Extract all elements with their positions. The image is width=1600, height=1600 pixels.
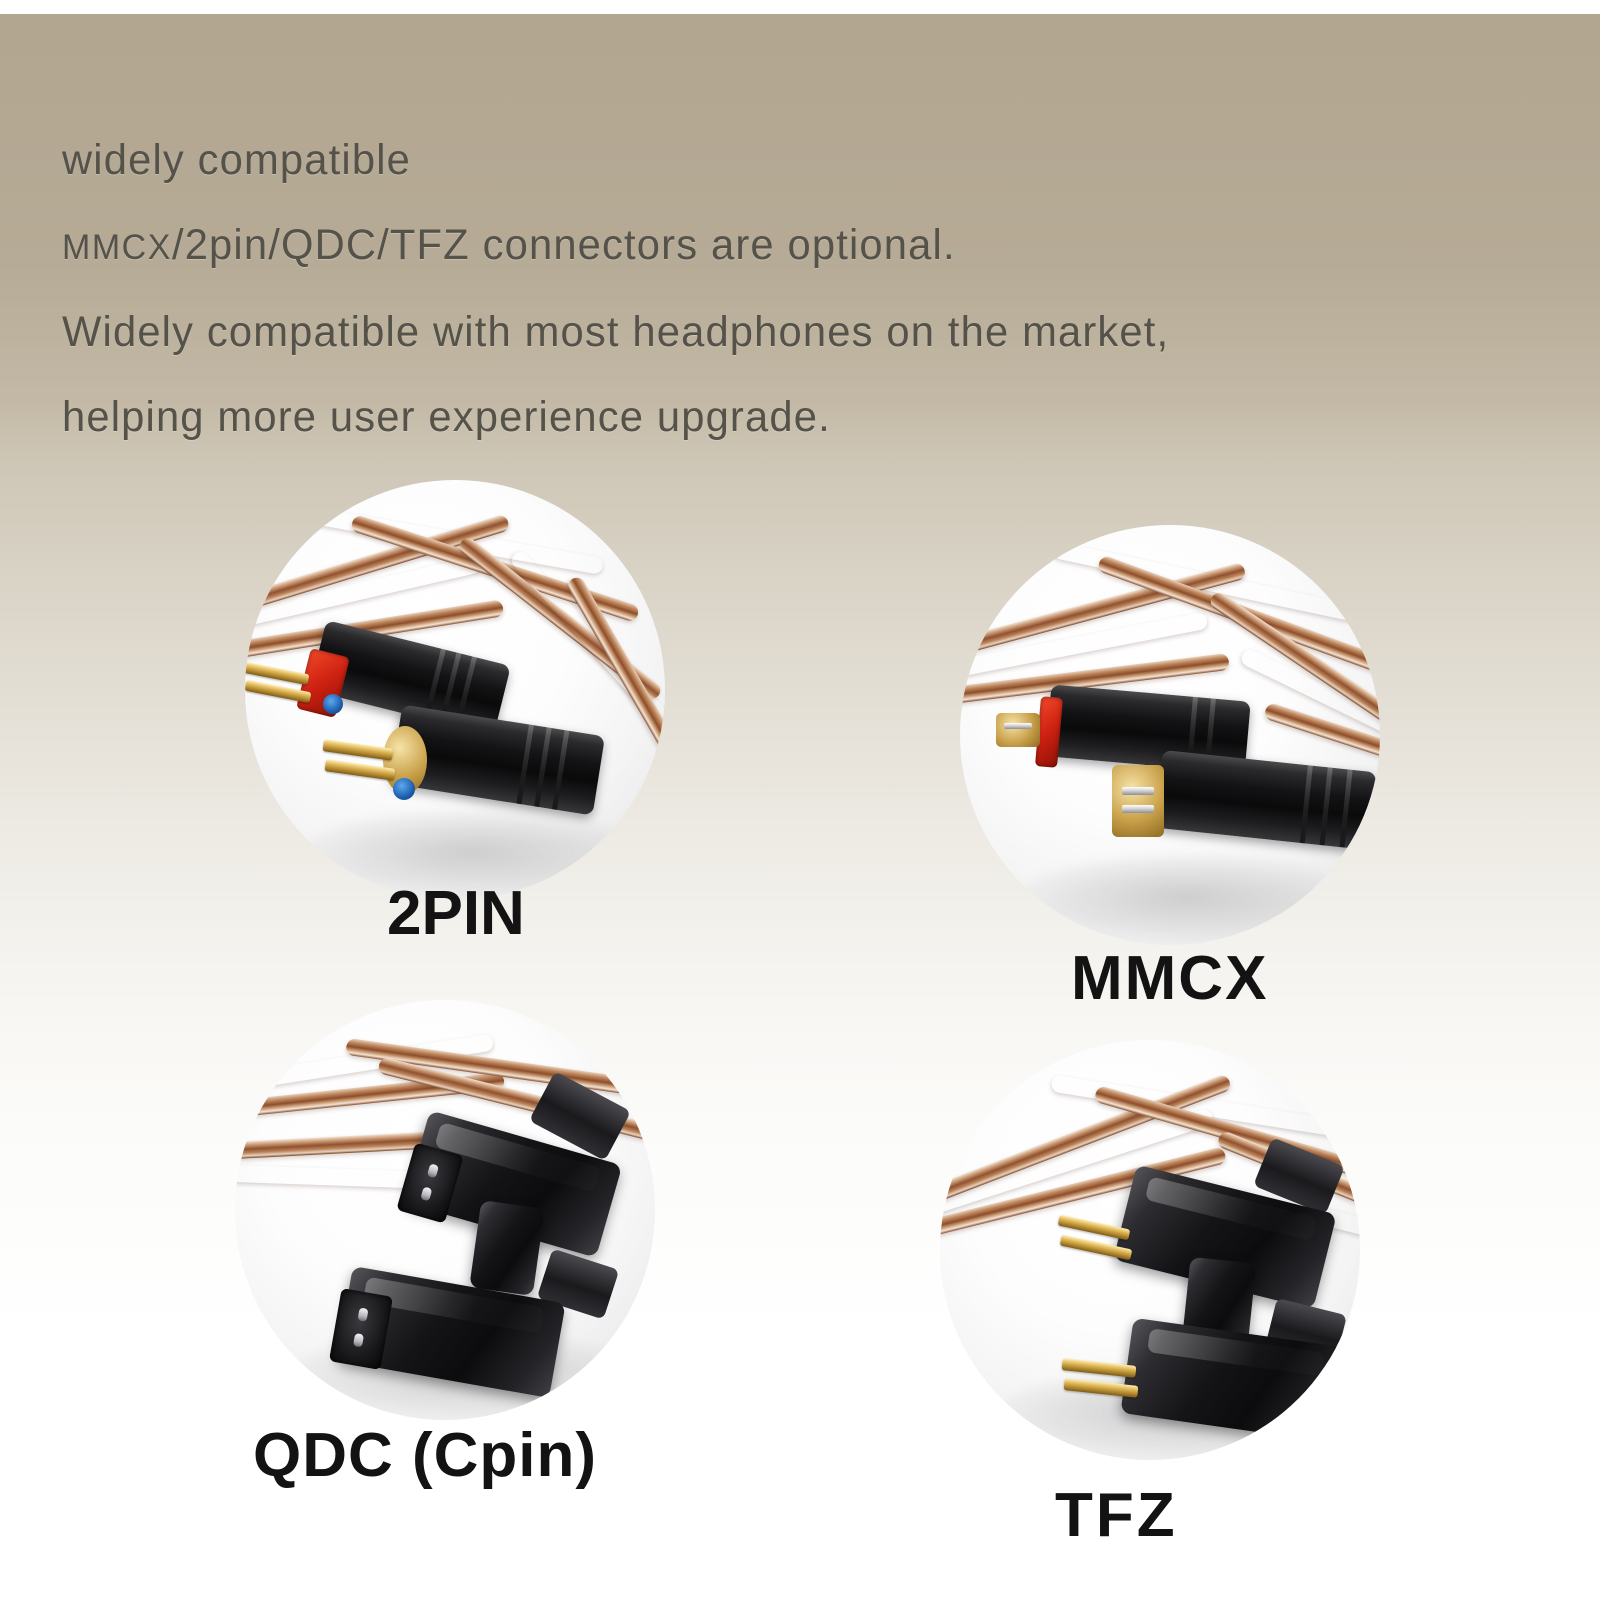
socket-pin-hole [357,1307,369,1322]
tfz-connector-photo [940,1040,1360,1460]
connector-label-mmcx: MMCX [1071,944,1269,1013]
mmcx-photo-clip [960,525,1380,945]
2pin-blue-dot [323,694,343,714]
floor-shadow [303,808,639,896]
socket-pin-hole [420,1186,433,1202]
qdc-photo-clip [235,1000,655,1420]
headline-line-1: widely compatible [62,136,411,184]
mmcx-gold-contact [1112,765,1164,837]
tfz-photo-scene [940,1040,1360,1460]
tfz-photo-clip [940,1040,1360,1460]
gold-pin [322,739,394,761]
mmcx-barrel-lower [1154,749,1377,851]
floor-shadow [1018,853,1354,941]
barrel-ring [1299,765,1313,844]
mmcx-center-pin [1122,787,1154,795]
mmcx-center-pin [1122,805,1154,813]
barrel-ring [534,727,552,808]
barrel-ring [516,724,534,805]
mmcx-center-pin [1004,723,1032,729]
socket-pin-hole [352,1333,365,1348]
top-white-strip [0,0,1600,14]
qdc-connector-photo [235,1000,655,1420]
headline-line-3: Widely compatible with most headphones o… [62,308,1170,356]
headline-line-2-smallcaps: MMCX [62,228,172,267]
2pin-blue-dot [393,778,415,800]
headline-line-2: MMCX/2pin/QDC/TFZ connectors are optiona… [62,203,1546,290]
socket-pin-hole [426,1163,440,1179]
qdc-photo-scene [235,1000,655,1420]
connector-photo-grid: 2PIN [0,470,1600,1600]
headline-text-block: widely compatible MMCX/2pin/QDC/TFZ conn… [62,118,1592,460]
connector-cell-qdc: QDC (Cpin) [235,1000,755,1560]
connector-cell-2pin: 2PIN [245,480,765,1040]
connector-label-qdc: QDC (Cpin) [253,1421,598,1490]
barrel-ring [1319,767,1333,846]
2pin-connector-photo [245,480,665,900]
connector-cell-tfz: TFZ [885,1040,1405,1600]
2pin-photo-clip [245,480,665,900]
qdc-elbow-upper [469,1199,545,1297]
headline-line-4: helping more user experience upgrade. [62,393,831,441]
headline-line-2-rest: /2pin/QDC/TFZ connectors are optional. [171,221,956,269]
2pin-photo-scene [245,480,665,900]
connector-cell-mmcx: MMCX [905,525,1425,1085]
barrel-ring [551,730,570,810]
connector-label-tfz: TFZ [1055,1481,1178,1550]
mmcx-gold-contact [996,713,1040,747]
barrel-ring [1339,769,1353,848]
mmcx-photo-scene [960,525,1380,945]
connector-label-2pin: 2PIN [387,879,525,948]
mmcx-connector-photo [960,525,1380,945]
